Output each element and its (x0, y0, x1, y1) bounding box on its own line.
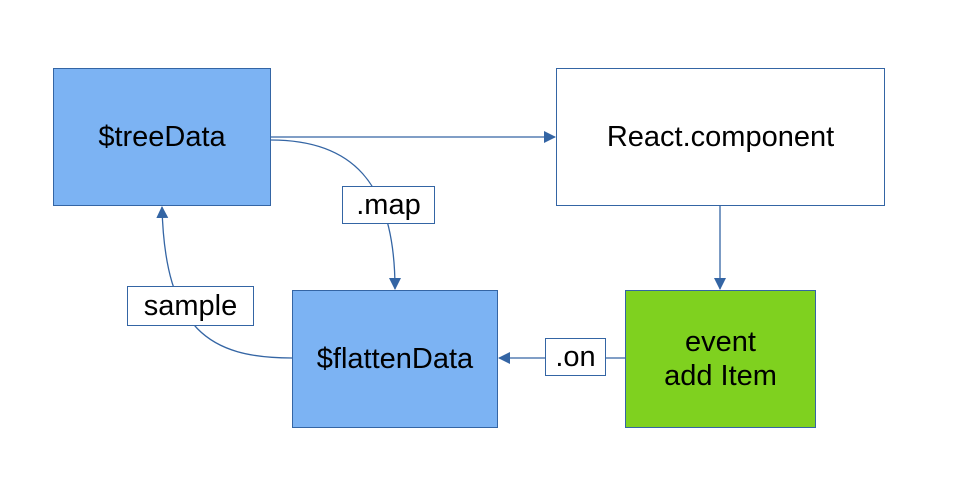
map-edge-label: .map (342, 186, 435, 224)
event-add-item-node: event add Item (625, 290, 816, 428)
edge-flatten-to-tree (156, 206, 293, 359)
react-component-label: React.component (606, 121, 835, 153)
edge-tree-to-flatten (270, 139, 401, 290)
flatten-data-node: $flattenData (292, 290, 498, 428)
on-edge-label: .on (545, 338, 606, 376)
tree-data-label: $treeData (98, 121, 226, 153)
sample-edge-label: sample (127, 286, 254, 326)
flatten-data-label: $flattenData (316, 343, 474, 375)
event-add-item-label: event add Item (664, 326, 777, 392)
react-component-node: React.component (556, 68, 885, 206)
tree-data-node: $treeData (53, 68, 271, 206)
